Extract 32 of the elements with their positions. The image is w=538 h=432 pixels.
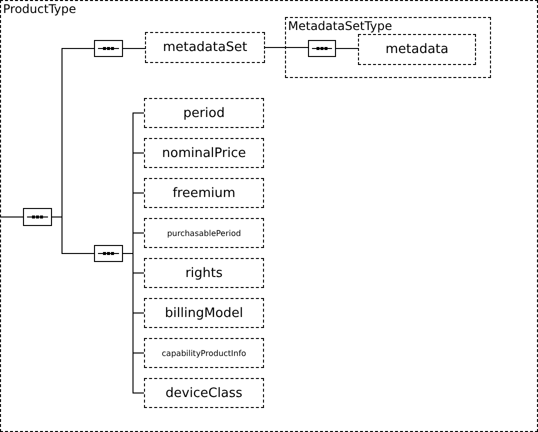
element-name: rights [185,266,223,280]
type-name: ProductType [3,2,76,16]
sequence-symbol [23,208,52,226]
element-box [144,298,264,328]
element-box [358,34,476,65]
connector-line [122,48,146,49]
sequence-symbol [94,245,123,262]
element-name: nominalPrice [162,146,246,160]
element-name: freemium [172,186,236,200]
connector-line [122,253,144,394]
connector-line [336,48,358,49]
element-box [144,378,264,408]
element-name: deviceClass [166,386,242,400]
element-name: purchasablePeriod [167,228,241,238]
connector-line [0,216,24,218]
element-name: metadataSet [162,40,248,55]
element-box [144,178,264,208]
type-container [285,17,491,78]
element-box [144,338,264,368]
element-box [144,258,264,288]
element-box [144,138,264,168]
sequence-symbol [308,40,336,57]
element-box [144,218,264,248]
connector-line [264,47,308,48]
type-name: MetadataSetType [288,19,392,33]
element-box [144,98,264,128]
element-box [145,32,265,63]
element-name: metadata [385,42,448,57]
sequence-symbol [94,40,123,57]
element-name: period [183,106,225,120]
element-name: billingModel [164,306,244,320]
element-name: capabilityProductInfo [162,348,246,358]
